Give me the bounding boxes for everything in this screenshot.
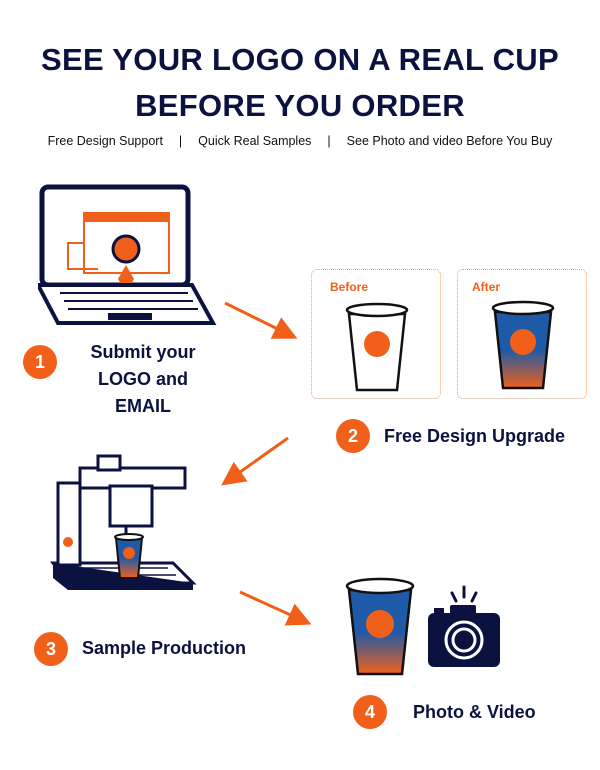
- final-cup-icon: [345, 577, 415, 676]
- separator: |: [327, 134, 331, 148]
- step-4-badge: 4: [353, 695, 387, 729]
- step-4-label: Photo & Video: [413, 702, 536, 722]
- after-panel: After: [457, 269, 587, 399]
- arrow-3-to-4: [239, 590, 312, 626]
- step-1-badge: 1: [23, 345, 57, 379]
- page-title-line2: BEFORE YOU ORDER: [135, 88, 465, 123]
- before-panel: Before: [311, 269, 441, 399]
- feature-list: Free Design Support | Quick Real Samples | S…: [0, 134, 600, 148]
- branded-cup-icon: [491, 300, 555, 390]
- after-label: After: [472, 280, 501, 294]
- step-3-label: Sample Production: [82, 638, 247, 658]
- page-title-line1: SEE YOUR LOGO ON A REAL CUP: [41, 42, 559, 77]
- step-1-label-line2: LOGO and EMAIL: [98, 369, 188, 416]
- before-label: Before: [330, 280, 369, 294]
- step-1-label: Submit your LOGO and EMAIL: [68, 339, 218, 420]
- arrow-1-to-2: [224, 301, 298, 339]
- step-2-badge: 2: [336, 419, 370, 453]
- step-1-label-line1: Submit your: [90, 342, 196, 362]
- sample-machine-illustration: [50, 454, 197, 590]
- arrow-2-to-3: [221, 436, 289, 486]
- step-2-label: Free Design Upgrade: [384, 426, 566, 446]
- laptop-illustration: [38, 184, 217, 325]
- feature-item: See Photo and video Before You Buy: [346, 134, 553, 148]
- camera-icon: [428, 585, 500, 667]
- separator: |: [178, 134, 183, 148]
- plain-cup-icon: [345, 302, 409, 392]
- feature-item: Quick Real Samples: [198, 134, 312, 148]
- step-3-badge: 3: [34, 632, 68, 666]
- feature-item: Free Design Support: [47, 134, 163, 148]
